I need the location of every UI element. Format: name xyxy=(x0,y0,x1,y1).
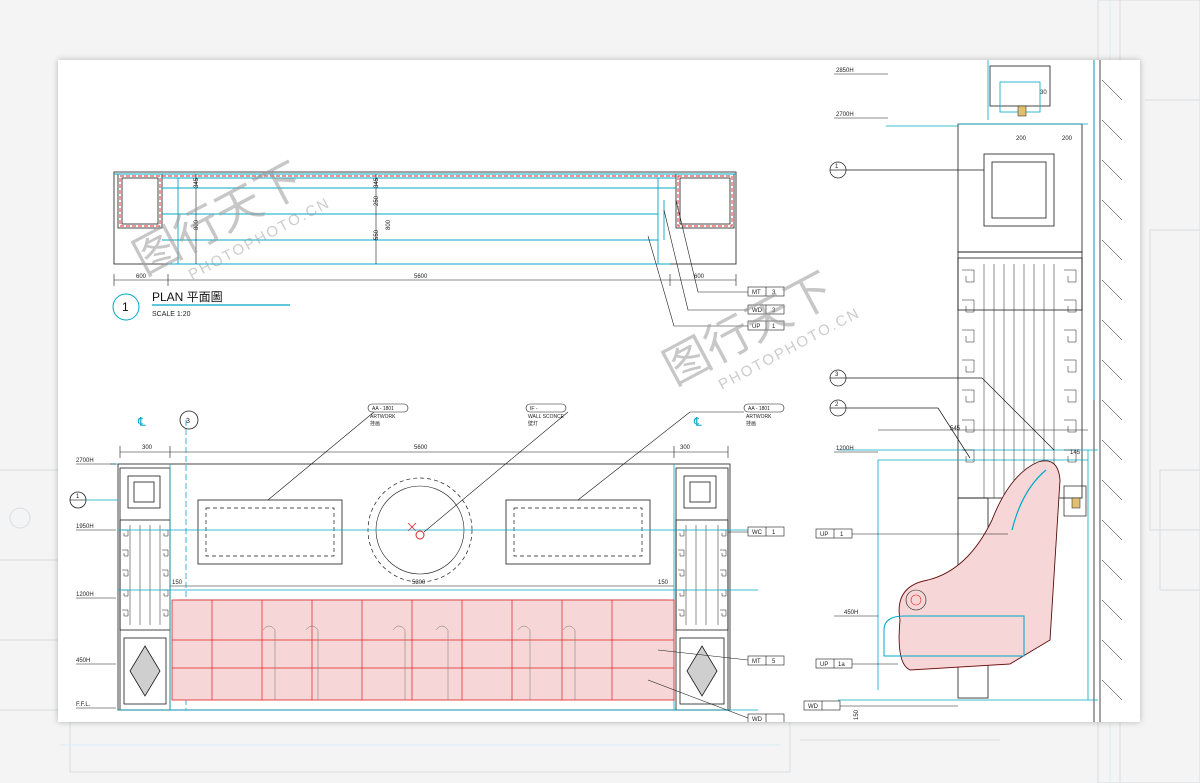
elevation-view: 300 5600 300 5300 150 150 ℄ ℄ 3 xyxy=(69,403,785,722)
elev-level-1200: 1200H xyxy=(76,592,94,598)
sect-tag-wd: WD xyxy=(803,700,841,711)
sect-dim-w1: 200 xyxy=(1016,136,1027,142)
svg-text:ARTWORK: ARTWORK xyxy=(746,414,772,420)
sect-level-2850: 2850H xyxy=(836,68,854,74)
plan-title: PLAN 平面圖 xyxy=(152,290,223,304)
svg-text:1: 1 xyxy=(772,324,776,330)
plan-dim-right: 600 xyxy=(694,274,705,280)
plan-dim-a: 345 xyxy=(194,177,200,188)
sect-dim-h: 150 xyxy=(854,709,860,720)
sect-level-450: 450H xyxy=(844,610,858,616)
elev-tag-wd: WD xyxy=(747,713,785,722)
plan-ref-circle xyxy=(112,293,140,321)
plan-dim-b: 800 xyxy=(194,219,200,230)
svg-text:ARTWORK: ARTWORK xyxy=(370,414,396,420)
svg-text:3: 3 xyxy=(772,290,776,296)
svg-text:MT: MT xyxy=(752,659,761,665)
section-view: 2850H 2700H 1200H 450H 30 200 200 545 14… xyxy=(803,60,1123,722)
svg-text:MT: MT xyxy=(752,290,761,296)
svg-text:UP: UP xyxy=(820,662,828,668)
elev-dim-left-inset: 150 xyxy=(172,580,183,586)
svg-text:3: 3 xyxy=(772,308,776,314)
sect-level-1200: 1200H xyxy=(836,446,854,452)
sect-dim-back: 145 xyxy=(1070,450,1081,456)
elev-dim-overall: 5600 xyxy=(414,445,428,451)
plan-dim-c: 250 xyxy=(374,195,380,206)
watermark-1: 图行天下 PHOTOPHOTO.CN xyxy=(124,151,333,285)
elev-level-2700: 2700H xyxy=(76,458,94,464)
sect-marker-3: 3 xyxy=(835,372,839,378)
plan-scale: SCALE 1:20 xyxy=(152,311,191,318)
cad-drawing: 600 5600 600 345 800 345 250 550 800 1 P… xyxy=(69,60,1123,722)
elev-dim-side-left: 300 xyxy=(142,445,153,451)
centerline-left: ℄ xyxy=(137,415,146,429)
svg-text:AA - 1801: AA - 1801 xyxy=(372,406,394,412)
plan-ref-number: 1 xyxy=(122,300,129,314)
plan-tag-1: MT 3 xyxy=(747,286,785,297)
callout-artwork-left: AA - 1801 ARTWORK 挂画 xyxy=(367,403,409,427)
elev-level-1950: 1950H xyxy=(76,524,94,530)
svg-text:UP: UP xyxy=(820,532,828,538)
svg-text:WD: WD xyxy=(808,704,819,710)
sect-tag-up1: UP 1 xyxy=(815,528,853,539)
callout-artwork-right: AA - 1801 ARTWORK 挂画 xyxy=(743,403,785,427)
grid-ref: 3 xyxy=(186,418,190,425)
elev-dim-inner: 5300 xyxy=(412,580,426,586)
elev-dim-right-inset: 150 xyxy=(658,580,669,586)
sect-dim-depth: 545 xyxy=(950,426,961,432)
plan-dim-a2: 345 xyxy=(374,177,380,188)
sect-tag-up1a: UP 1a xyxy=(815,658,853,669)
plan-tag-2: WD 3 xyxy=(747,304,785,315)
elev-tag-mt: MT 5 xyxy=(747,655,785,666)
elev-level-450: 450H xyxy=(76,658,90,664)
svg-text:5: 5 xyxy=(772,659,776,665)
plan-tag-3: UP 1 xyxy=(747,320,785,331)
grid-ref-circle xyxy=(179,410,199,430)
svg-text:1: 1 xyxy=(840,532,844,538)
svg-text:WALL SCONCE: WALL SCONCE xyxy=(528,414,565,420)
svg-text:挂画: 挂画 xyxy=(370,420,380,427)
elev-level-ffl: F.F.L. xyxy=(76,702,91,708)
elev-dim-side-right: 300 xyxy=(680,445,691,451)
svg-text:挂画: 挂画 xyxy=(746,420,756,427)
watermark-2: 图行天下 PHOTOPHOTO.CN xyxy=(654,261,863,395)
drawing-sheet: 600 5600 600 345 800 345 250 550 800 1 P… xyxy=(58,60,1140,722)
svg-text:1: 1 xyxy=(772,530,776,536)
plan-dim-b2: 800 xyxy=(386,219,392,230)
plan-view: 600 5600 600 345 800 345 250 550 800 1 P… xyxy=(112,171,785,331)
centerline-right: ℄ xyxy=(693,415,702,429)
plan-dim-total: 5600 xyxy=(414,274,428,280)
svg-text:1a: 1a xyxy=(838,662,845,668)
svg-text:壁灯: 壁灯 xyxy=(528,420,538,427)
chair-profile xyxy=(898,460,1061,671)
sect-marker-1: 1 xyxy=(835,164,839,170)
elev-tag-wc: WC 1 xyxy=(747,526,785,537)
svg-text:WD: WD xyxy=(752,717,763,722)
svg-text:IF -: IF - xyxy=(530,406,538,412)
sect-dim-w2: 200 xyxy=(1062,136,1073,142)
section-marker-number: 1 xyxy=(76,494,80,500)
plan-dim-d: 550 xyxy=(374,229,380,240)
bench-upholstery xyxy=(171,599,675,701)
svg-text:WC: WC xyxy=(752,530,763,536)
sect-marker-2: 2 xyxy=(835,402,839,408)
svg-text:UP: UP xyxy=(752,324,760,330)
callout-wall-sconce: IF - WALL SCONCE 壁灯 xyxy=(525,403,567,427)
svg-text:AA - 1801: AA - 1801 xyxy=(748,406,770,412)
svg-text:WD: WD xyxy=(752,308,763,314)
sect-level-2700: 2700H xyxy=(836,112,854,118)
plan-dim-left: 600 xyxy=(136,274,147,280)
sect-dim-top: 30 xyxy=(1040,90,1047,96)
